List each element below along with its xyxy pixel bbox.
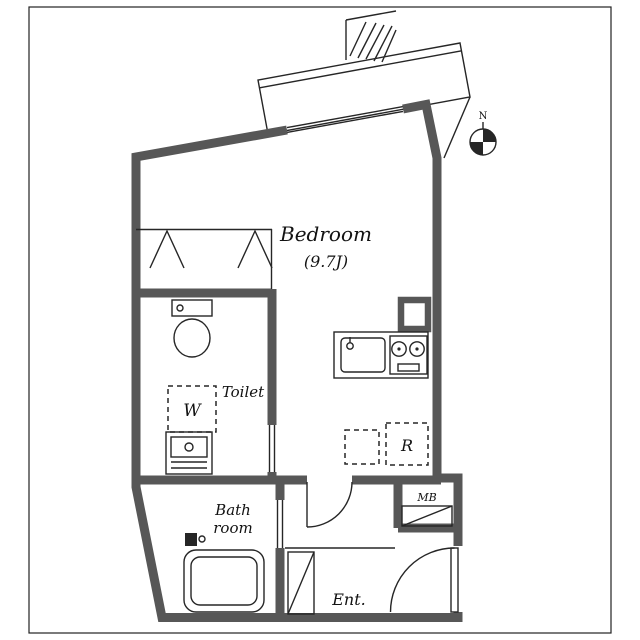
bedroom-label: Bedroom bbox=[279, 222, 372, 246]
appliance-box bbox=[344, 429, 380, 465]
toilet-door bbox=[268, 425, 276, 472]
toilet-label: Toilet bbox=[222, 383, 265, 401]
balcony bbox=[257, 42, 471, 159]
north-compass-icon bbox=[469, 122, 497, 156]
bath-faucet-icon bbox=[185, 533, 206, 546]
balcony-hatching bbox=[345, 10, 397, 63]
bath-door bbox=[276, 500, 284, 548]
bath-label-line2: room bbox=[213, 519, 252, 537]
page-frame bbox=[28, 6, 612, 634]
balcony-window bbox=[286, 105, 404, 134]
bath-label-line1: Bath bbox=[214, 501, 251, 519]
fridge-label: R bbox=[400, 436, 413, 455]
stove-icon bbox=[389, 335, 428, 375]
bathtub-icon bbox=[183, 549, 265, 613]
entrance-door bbox=[389, 547, 459, 613]
pillar bbox=[397, 296, 432, 333]
fridge-box bbox=[385, 422, 429, 466]
washer-label: W bbox=[183, 401, 202, 421]
entrance-label: Ent. bbox=[331, 590, 366, 609]
interior-walls bbox=[136, 288, 462, 617]
north-label: N bbox=[479, 111, 488, 122]
toilet-icon bbox=[171, 299, 213, 358]
mb-box bbox=[401, 505, 453, 527]
kitchen-counter bbox=[333, 331, 429, 379]
mb-label: MB bbox=[416, 491, 436, 504]
closet-doors-icon bbox=[136, 228, 273, 289]
exterior-walls bbox=[131, 99, 463, 622]
shoe-cabinet-icon bbox=[287, 551, 315, 615]
vanity-icon bbox=[165, 431, 213, 475]
bedroom-size-label: (9.7J) bbox=[304, 252, 348, 271]
sink-icon bbox=[340, 337, 386, 373]
bedroom-door bbox=[306, 481, 353, 528]
